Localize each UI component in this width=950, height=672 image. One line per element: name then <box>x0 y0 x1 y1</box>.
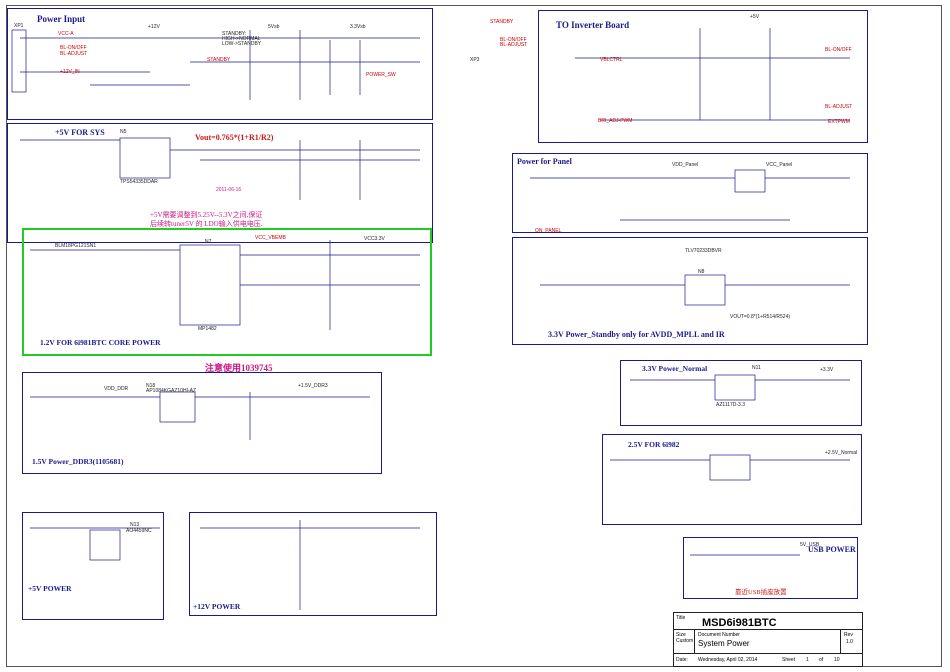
usage-note: 注意使用1039745 <box>205 363 273 373</box>
n5-part: TPS54335DDAR <box>120 179 158 185</box>
net-bl-adjust: BL-ADJUST <box>60 51 88 57</box>
vcc-panel-label: VCC_Panel <box>766 162 793 168</box>
rev-value: 1.0 <box>846 639 853 645</box>
net-power-sw: POWER_SW <box>366 72 396 78</box>
power-input-title: Power Input <box>37 14 86 24</box>
xp1-label: XP1 <box>14 23 24 29</box>
xp3-label: XP3 <box>470 57 480 63</box>
net-12v-in: +12V_IN <box>60 69 80 75</box>
sys5v-title: +5V FOR SYS <box>55 128 105 137</box>
inverter-title: TO Inverter Board <box>556 20 630 30</box>
normal33-title: 3.3V Power_Normal <box>642 364 708 373</box>
ddr3-box <box>22 372 382 474</box>
n11-label: N11 <box>752 365 761 371</box>
title-value: MSD6i981BTC <box>702 617 777 629</box>
core-power-title: 1.2V FOR 6i981BTC CORE POWER <box>40 338 161 347</box>
usb-title: USB POWER <box>808 545 856 554</box>
sys5v-box <box>7 123 433 243</box>
v25-box <box>602 434 862 525</box>
net-standby-xp3: STANDBY <box>490 19 514 25</box>
standby33-box <box>512 237 868 345</box>
usb-box <box>683 537 858 599</box>
n18-part: AP1084KGAZ10HI-AZ <box>146 388 197 394</box>
size-label: Size <box>676 632 686 638</box>
net-on-panel: ON_PANEL <box>535 228 562 234</box>
date-code: 2011-06-16 <box>216 187 242 193</box>
net-bl-onoff: BL-ON/OFF <box>60 45 87 51</box>
title-label: Title <box>676 615 686 621</box>
v25-title: 2.5V FOR 6i982 <box>628 440 680 449</box>
v5-label: +5V <box>750 14 760 20</box>
n13-part: AO4459NC <box>126 528 152 534</box>
vout-note: VOUT=0.8*(1+R514/R524) <box>730 314 791 320</box>
n8-part: TLV70233DBVR <box>685 248 722 254</box>
p5v-title: +5V POWER <box>28 584 72 593</box>
standby-low: LOW->STANDBY <box>222 41 262 47</box>
of-value: 10 <box>834 657 840 663</box>
net-bl-onoff-inv: BL-ON/OFF <box>825 47 852 53</box>
ddr-rail-label: +1.5V_DDR3 <box>298 383 328 389</box>
p12v-box <box>189 512 437 616</box>
vcc33-label: VCC3.3V <box>364 236 385 242</box>
panel-box <box>512 153 868 233</box>
standby-label: STANDBY: <box>222 31 247 37</box>
n18-label: N18 <box>146 383 156 389</box>
rev-label: Rev <box>844 632 853 638</box>
date-label: Date: <box>676 657 688 663</box>
sheet-value: 1 <box>806 657 809 663</box>
p5v-box <box>22 512 164 620</box>
docnum-label: Document Number <box>698 632 740 638</box>
v33-label: +3.3V <box>820 367 834 373</box>
sys-note-line-1: +5V需要调整到5.25V--5.3V之间,保证 <box>150 211 263 219</box>
l3-part: BLM18PG121SN1 <box>55 243 97 249</box>
standby33-title: 3.3V Power_Standby only for AVDD_MPLL an… <box>548 330 725 339</box>
sys-note-line-2: 后续转tuner5V 的 LDO输入供电电压. <box>150 220 263 228</box>
sheet-label: Sheet <box>782 657 796 663</box>
n8-label: N8 <box>698 269 705 275</box>
panel-title: Power for Panel <box>517 157 572 166</box>
inverter-box <box>538 10 868 143</box>
core-power-box <box>22 228 432 356</box>
v25-normal-label: +2.5V_Normal <box>825 450 858 456</box>
n7-part: MP1482 <box>198 326 217 332</box>
net-bl-adjust-xp3: BL-ADJUST <box>500 42 528 48</box>
v33sb-label: 3.3Vsb <box>350 24 366 30</box>
v5usb-label: 5V_USB <box>800 542 820 548</box>
vdd-panel-label: VDD_Panel <box>672 162 699 168</box>
title-block: Title MSD6i981BTC Size Custom Document N… <box>673 612 863 667</box>
vout-formula: Vout=0.765*(1+R1/R2) <box>195 133 274 142</box>
docnum-value: System Power <box>698 639 750 648</box>
size-value: Custom <box>676 638 694 644</box>
net-extpwm: EXTPWM <box>828 119 850 125</box>
net-bri-adj: BRI_ADJ-PWM <box>598 118 633 124</box>
ddr3-title: 1.5V Power_DDR3(1105681) <box>32 457 124 466</box>
net-vcc-a: VCC-A <box>58 31 74 37</box>
v12-label: +12V <box>148 24 160 30</box>
sheet-frame <box>6 5 942 667</box>
v5sb-label: 5Vsb <box>268 24 280 30</box>
normal33-box <box>620 360 862 426</box>
net-vcc-vcore: VCC_VBEMB <box>255 235 286 241</box>
n5-label: N5 <box>120 129 127 135</box>
n7-label: N7 <box>205 239 212 245</box>
p12v-title: +12V POWER <box>193 602 241 611</box>
n11-part: AZ1117D-3.3 <box>716 402 745 408</box>
standby-high: HIGH->NORMAL <box>222 36 261 42</box>
net-vblctrl: VBLCTRL <box>600 57 623 63</box>
net-bl-adjust-inv: BL-ADJUST <box>825 104 853 110</box>
net-bl-onoff-xp3: BL-ON/OFF <box>500 37 527 43</box>
of-label: of <box>819 657 824 663</box>
usb-note: 靠近USB插座放置 <box>735 589 787 596</box>
n13-label: N13 <box>130 522 140 528</box>
power-input-box <box>7 8 433 120</box>
date-value: Wednesday, April 02, 2014 <box>698 657 758 663</box>
vdd-ddr-label: VDD_DDR <box>104 386 129 392</box>
net-standby: STANDBY <box>207 57 231 63</box>
